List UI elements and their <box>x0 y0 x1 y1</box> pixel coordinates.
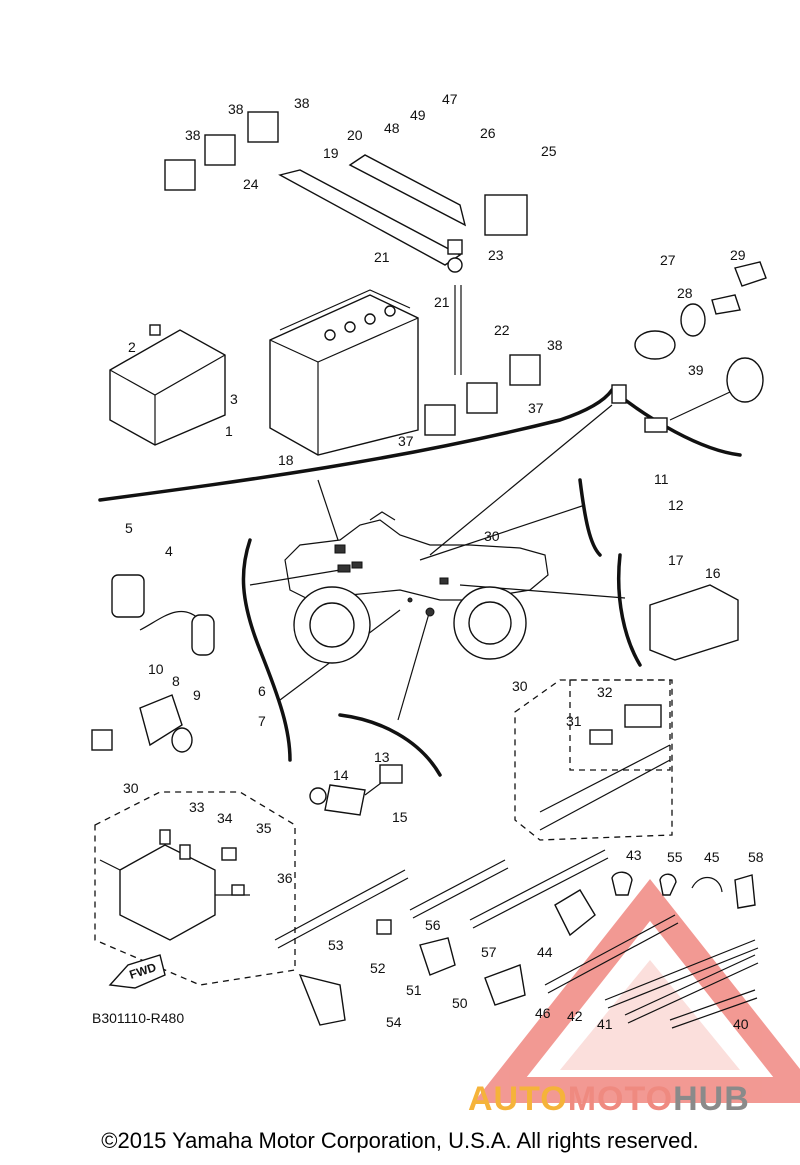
callout-32: 32 <box>597 684 613 700</box>
callout-51: 51 <box>406 982 422 998</box>
callout-16: 16 <box>705 565 721 581</box>
callout-45: 45 <box>704 849 720 865</box>
callout-10: 10 <box>148 661 164 677</box>
speed-sensor <box>309 764 403 816</box>
cable-ties <box>274 849 759 1029</box>
callout-8: 8 <box>172 673 180 689</box>
ignition-coil <box>111 574 215 656</box>
callout-13: 13 <box>374 749 390 765</box>
callout-22: 22 <box>494 322 510 338</box>
callout-42: 42 <box>567 1008 583 1024</box>
callout-48: 48 <box>384 120 400 136</box>
callout-30: 30 <box>512 678 528 694</box>
callout-57: 57 <box>481 944 497 960</box>
callout-7: 7 <box>258 713 266 729</box>
callout-31: 31 <box>566 713 582 729</box>
callout-44: 44 <box>537 944 553 960</box>
callout-28: 28 <box>677 285 693 301</box>
callout-30: 30 <box>123 780 139 796</box>
callout-19: 19 <box>323 145 339 161</box>
callout-38: 38 <box>547 337 563 353</box>
dc-jack <box>644 357 764 433</box>
callout-3: 3 <box>230 391 238 407</box>
callout-50: 50 <box>452 995 468 1011</box>
callout-15: 15 <box>392 809 408 825</box>
callout-6: 6 <box>258 683 266 699</box>
clips-clamps <box>298 871 756 1026</box>
forward-arrow <box>108 954 166 989</box>
callout-4: 4 <box>165 543 173 559</box>
starter-relay <box>484 194 528 236</box>
callout-5: 5 <box>125 520 133 536</box>
throttle-position-sensor <box>91 694 193 753</box>
copyright-notice: ©2015 Yamaha Motor Corporation, U.S.A. A… <box>101 1128 699 1153</box>
callout-35: 35 <box>256 820 272 836</box>
callout-38: 38 <box>294 95 310 111</box>
callout-29: 29 <box>730 247 746 263</box>
callout-12: 12 <box>668 497 684 513</box>
callout-26: 26 <box>480 125 496 141</box>
callout-47: 47 <box>442 91 458 107</box>
callout-30: 30 <box>484 528 500 544</box>
callout-21: 21 <box>374 249 390 265</box>
callout-37: 37 <box>398 433 414 449</box>
fuse-box-group <box>94 791 296 986</box>
callout-24: 24 <box>243 176 259 192</box>
callout-38: 38 <box>185 127 201 143</box>
relay-group <box>164 111 541 436</box>
callout-labels: 1234567891011121314151617181920212122232… <box>123 91 764 1032</box>
rectifier-regulator <box>649 584 739 661</box>
callout-40: 40 <box>733 1016 749 1032</box>
callout-46: 46 <box>535 1005 551 1021</box>
callout-20: 20 <box>347 127 363 143</box>
callout-34: 34 <box>217 810 233 826</box>
callout-58: 58 <box>748 849 764 865</box>
harness-detail-group <box>514 679 673 841</box>
watermark-auto: AUTO <box>468 1080 568 1118</box>
battery <box>269 289 419 456</box>
callout-23: 23 <box>488 247 504 263</box>
callout-1: 1 <box>225 423 233 439</box>
watermark-brand: AUTOMOTOHUB <box>468 1080 750 1119</box>
callout-39: 39 <box>688 362 704 378</box>
watermark-hub: HUB <box>673 1080 750 1118</box>
callout-17: 17 <box>668 552 684 568</box>
callout-18: 18 <box>278 452 294 468</box>
ecu-module <box>109 324 226 446</box>
callout-56: 56 <box>425 917 441 933</box>
main-switch <box>611 261 767 404</box>
callout-11: 11 <box>654 471 669 487</box>
callout-52: 52 <box>370 960 386 976</box>
callout-37: 37 <box>528 400 544 416</box>
callout-2: 2 <box>128 339 136 355</box>
callout-53: 53 <box>328 937 344 953</box>
atv-illustration <box>284 511 549 664</box>
callout-27: 27 <box>660 252 676 268</box>
callout-43: 43 <box>626 847 642 863</box>
callout-49: 49 <box>410 107 426 123</box>
callout-9: 9 <box>193 687 201 703</box>
callout-33: 33 <box>189 799 205 815</box>
callout-25: 25 <box>541 143 557 159</box>
battery-bracket <box>278 154 467 273</box>
diagram-code: B301110-R480 <box>92 1010 185 1026</box>
battery-rod <box>447 239 463 375</box>
callout-36: 36 <box>277 870 293 886</box>
callout-54: 54 <box>386 1014 402 1030</box>
callout-38: 38 <box>228 101 244 117</box>
callout-55: 55 <box>667 849 683 865</box>
watermark-triangle-logo <box>473 879 800 1103</box>
watermark-moto: MOTO <box>567 1080 674 1118</box>
callout-14: 14 <box>333 767 349 783</box>
callout-41: 41 <box>597 1016 613 1032</box>
callout-21: 21 <box>434 294 450 310</box>
